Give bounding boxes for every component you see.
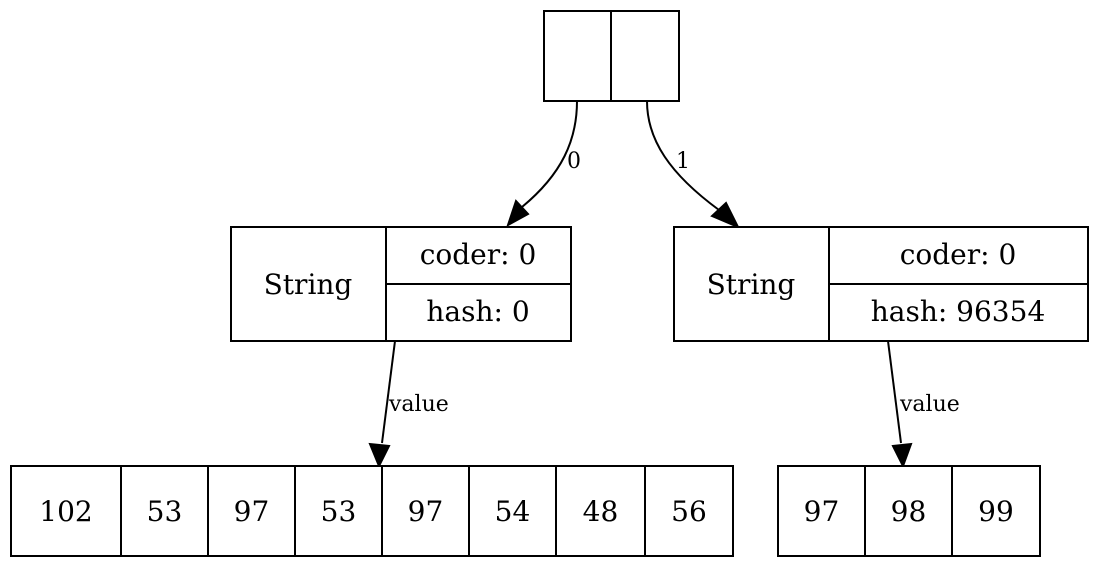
byte-array-right: 97 98 99 — [777, 465, 1041, 557]
byte-left-cell: 53 — [321, 495, 357, 528]
edge-value-right-line — [887, 340, 902, 444]
edge-1-label: 1 — [676, 149, 690, 174]
edge-1-arrowhead — [710, 201, 741, 229]
edge-value-left: value — [368, 340, 449, 469]
string-node-right: String coder: 0 hash: 96354 — [673, 226, 1089, 342]
edge-0-line — [521, 100, 578, 208]
byte-left-cell: 54 — [495, 495, 531, 528]
byte-left-cell: 48 — [583, 495, 619, 528]
edge-index-0: 0 — [506, 100, 581, 228]
byte-left-cell: 102 — [39, 495, 92, 528]
edge-value-left-line — [381, 340, 396, 444]
edge-index-1: 1 — [646, 100, 741, 229]
edge-1-line — [646, 100, 720, 211]
edge-value-left-arrowhead — [368, 442, 391, 469]
string-right-type: String — [707, 268, 796, 301]
byte-array-right-box — [777, 465, 1041, 557]
string-right-hash: hash: 96354 — [871, 295, 1046, 328]
byte-left-cell: 56 — [671, 495, 707, 528]
edge-value-right-arrowhead — [891, 442, 913, 469]
byte-array-left: 102 53 97 53 97 54 48 56 — [10, 465, 734, 557]
byte-left-cell: 97 — [234, 495, 270, 528]
edge-value-right-label: value — [899, 392, 960, 417]
string-left-type: String — [264, 268, 353, 301]
edge-value-right: value — [887, 340, 960, 469]
edge-0-arrowhead — [506, 199, 530, 228]
byte-left-cell: 97 — [408, 495, 444, 528]
string-right-coder: coder: 0 — [900, 238, 1017, 271]
byte-left-cell: 53 — [147, 495, 183, 528]
byte-right-cell: 99 — [978, 495, 1014, 528]
string-node-left: String coder: 0 hash: 0 — [230, 226, 572, 342]
string-left-coder: coder: 0 — [420, 238, 537, 271]
edge-value-left-label: value — [388, 392, 449, 417]
edge-0-label: 0 — [567, 149, 581, 174]
byte-array-left-box — [10, 465, 734, 557]
byte-right-cell: 98 — [891, 495, 927, 528]
byte-right-cell: 97 — [804, 495, 840, 528]
string-left-hash: hash: 0 — [426, 295, 529, 328]
root-array-node — [543, 10, 680, 102]
